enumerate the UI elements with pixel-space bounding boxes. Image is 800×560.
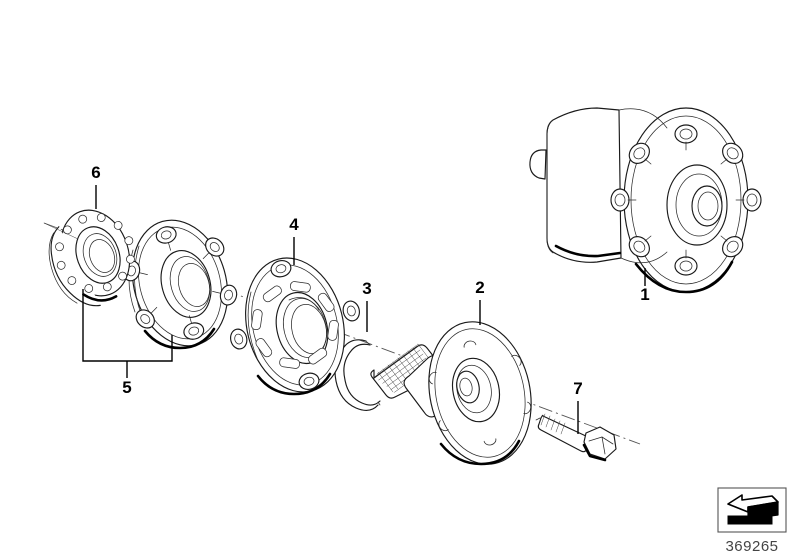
callout-7-label: 7 — [573, 379, 582, 398]
part-bearing-cover-flange — [230, 257, 360, 396]
callout-2-label: 2 — [475, 278, 484, 297]
part-bearing-housing-flange — [122, 219, 238, 350]
callout-1-label: 1 — [640, 285, 649, 304]
part-differential-housing — [529, 107, 762, 294]
callout-6: 6 — [91, 163, 101, 209]
callout-3: 3 — [362, 279, 372, 332]
callout-7: 7 — [573, 379, 583, 434]
part-ball-bearing — [43, 209, 135, 307]
callout-2: 2 — [475, 278, 485, 325]
cover-bolt-bosses — [230, 260, 360, 390]
diagram-number: 369265 — [725, 538, 778, 555]
callout-3-label: 3 — [362, 279, 371, 298]
part-circlip-snap-ring — [334, 339, 381, 411]
callout-layer: 1 2 3 4 5 6 7 — [82, 163, 650, 434]
callout-4: 4 — [289, 215, 299, 265]
cover-radial-slots — [251, 281, 339, 369]
flange-bolt-holes — [428, 340, 532, 446]
footer-block: 369265 — [717, 487, 787, 555]
callout-4-label: 4 — [289, 215, 299, 234]
part-hex-bolt — [535, 413, 617, 462]
view-direction-arrow-icon — [727, 494, 779, 525]
housing-bolt-bosses — [610, 124, 762, 276]
callout-1: 1 — [640, 268, 650, 304]
callout-5: 5 — [82, 289, 173, 397]
callout-5-label: 5 — [122, 378, 131, 397]
bearing-balls — [55, 213, 135, 293]
callout-6-label: 6 — [91, 163, 100, 182]
part-output-shaft-flange — [370, 321, 532, 466]
